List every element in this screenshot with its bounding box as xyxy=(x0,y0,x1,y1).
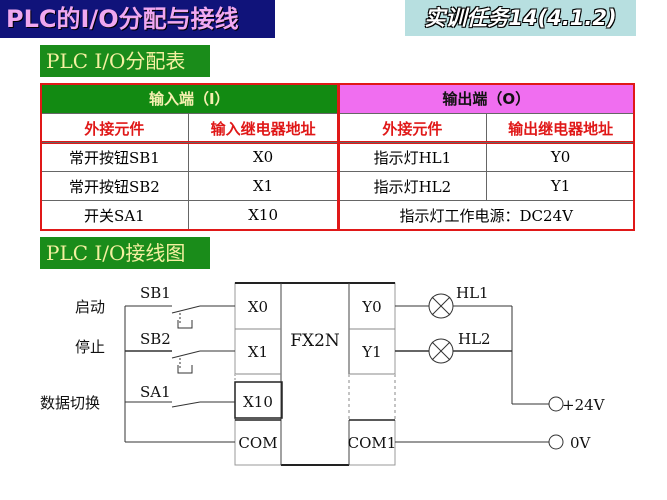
table-column-header-row: 外接元件 输入继电器地址 外接元件 输出继电器地址 xyxy=(40,113,635,143)
terminal-0v-icon xyxy=(548,434,564,450)
table-cell: 指示灯HL2 xyxy=(337,171,488,201)
output-y0: Y0 xyxy=(361,298,381,316)
table-cell: Y0 xyxy=(486,142,635,172)
output-com1: COM1 xyxy=(348,434,397,452)
label-start: 启动 xyxy=(75,298,105,316)
column-header: 输出继电器地址 xyxy=(486,113,635,143)
input-x0: X0 xyxy=(248,298,268,316)
column-header: 外接元件 xyxy=(337,113,488,143)
supply-24v-label: +24V xyxy=(562,396,606,414)
diagram-section-label: PLC I/O接线图 xyxy=(40,237,210,269)
table-row: 常开按钮SB2 X1 指示灯HL2 Y1 xyxy=(40,171,635,201)
power-note-cell: 指示灯工作电源：DC24V xyxy=(337,200,635,230)
label-data-switch: 数据切换 xyxy=(40,394,100,412)
table-row: 开关SA1 X10 指示灯工作电源：DC24V xyxy=(40,200,635,230)
table-cell: 常开按钮SB2 xyxy=(40,171,189,201)
switch-sa1-label: SA1 xyxy=(140,383,171,401)
lamp-hl1-label: HL1 xyxy=(456,284,489,302)
table-cell: X1 xyxy=(187,171,339,201)
terminal-24v-icon xyxy=(548,396,564,412)
table-cell: X10 xyxy=(187,200,339,230)
plc-model: FX2N xyxy=(290,331,340,351)
label-stop: 停止 xyxy=(75,338,105,356)
column-header: 输入继电器地址 xyxy=(187,113,339,143)
switch-sb2-label: SB2 xyxy=(140,330,171,348)
input-x1: X1 xyxy=(248,343,268,361)
io-allocation-table: 输入端（I） 输出端（O） 外接元件 输入继电器地址 外接元件 输出继电器地址 … xyxy=(40,83,635,230)
table-section-label: PLC I/O分配表 xyxy=(40,45,210,77)
task-title: 实训任务14(4.1.2) xyxy=(405,0,636,36)
input-com: COM xyxy=(238,434,277,452)
lamp-hl2-icon xyxy=(428,338,454,364)
output-y1: Y1 xyxy=(361,343,381,361)
column-header: 外接元件 xyxy=(40,113,189,143)
page-title: PLC的I/O分配与接线 xyxy=(0,0,275,38)
switch-sb1-label: SB1 xyxy=(140,284,171,302)
lamp-hl2-label: HL2 xyxy=(458,330,491,348)
input-x10: X10 xyxy=(243,393,273,411)
lamp-hl1-icon xyxy=(428,293,454,319)
supply-0v-label: 0V xyxy=(570,434,592,452)
